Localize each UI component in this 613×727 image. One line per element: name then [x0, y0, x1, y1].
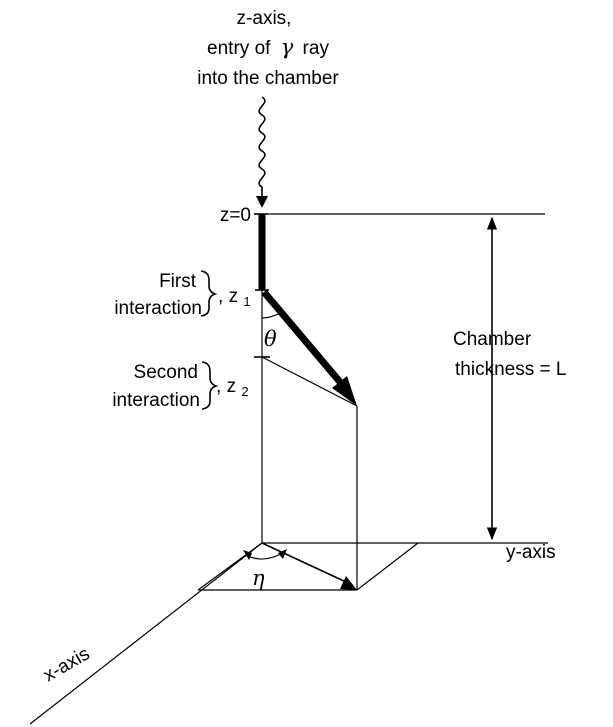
z2-subscript: 2 — [241, 384, 248, 399]
second-interaction-line2: interaction — [112, 390, 200, 411]
z1-subscript: 1 — [243, 294, 250, 309]
z-axis-label-line3: into the chamber — [197, 68, 339, 89]
z-axis-label-line2-text: entry of — [207, 38, 271, 59]
z0-label: z=0 — [220, 205, 251, 226]
x-axis-line — [29, 542, 263, 725]
floor-projection-shaft — [261, 542, 347, 583]
z-axis-label-line1: z-axis, — [237, 8, 292, 29]
theta-arc — [261, 312, 282, 319]
theta-label: θ — [264, 327, 277, 351]
first-interaction-line2: interaction — [114, 298, 202, 319]
z2-label: , z 2 — [216, 376, 249, 399]
z1-label: , z 1 — [218, 286, 251, 309]
z1-comma: , — [218, 286, 229, 307]
second-interaction-brace — [201, 361, 219, 410]
trajectory-arrowhead — [332, 376, 357, 406]
floor-right-edge — [356, 542, 419, 591]
z2-base: z — [227, 376, 237, 397]
gamma-symbol: γ — [281, 35, 294, 59]
y-axis-label: y-axis — [506, 542, 556, 563]
trajectory-arrow-shaft — [261, 289, 343, 385]
chamber-thickness-line2: thickness = L — [455, 359, 566, 380]
gamma-ray-wave — [258, 96, 266, 200]
z-axis-label-line2-ray: ray — [303, 38, 330, 59]
gamma-ray-arrowhead — [256, 196, 268, 208]
z2-projection-line — [261, 356, 358, 407]
eta-arc-arrow-right — [278, 549, 287, 559]
floor-projection-arrowhead — [340, 576, 357, 590]
z-axis-label-line2: entry of γ ray — [207, 35, 329, 59]
first-interaction-brace — [200, 270, 218, 317]
chamber-thickness-line1: Chamber — [453, 329, 532, 350]
z2-comma: , — [216, 376, 227, 397]
second-interaction-line1: Second — [134, 362, 198, 383]
first-interaction-line1: First — [159, 271, 197, 292]
z1-base: z — [229, 286, 239, 307]
x-axis-label: x-axis — [40, 643, 93, 686]
eta-label: η — [252, 566, 265, 590]
